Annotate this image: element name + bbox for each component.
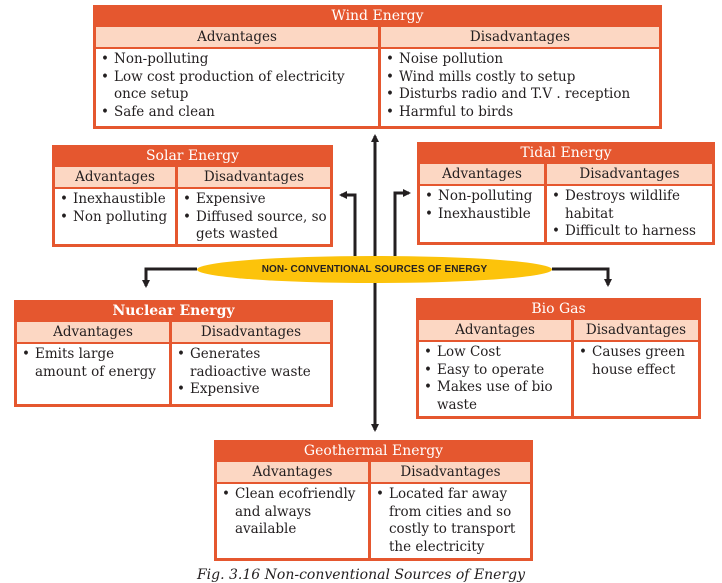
list-item: Non-polluting xyxy=(100,51,376,69)
list-item: Easy to operate xyxy=(423,362,569,380)
advantages-list: Emits large amount of energy xyxy=(17,344,169,381)
disadvantages-list: ExpensiveDiffused source, so gets wasted xyxy=(178,189,330,244)
advantages-header: Advantages xyxy=(96,27,378,49)
disadvantages-list: Generates radioactive wasteExpensive xyxy=(172,344,330,399)
nuclear-energy-title: Nuclear Energy xyxy=(112,303,235,319)
list-item: Safe and clean xyxy=(100,104,376,122)
tidal-energy-box: Tidal Energy Advantages Non-pollutingIne… xyxy=(417,142,715,245)
list-item: Non polluting xyxy=(59,209,173,227)
nuclear-energy-box: Nuclear Energy Advantages Emits large am… xyxy=(14,300,333,407)
arrow-to-biogas xyxy=(552,267,612,287)
disadvantages-list: Located far away from cities and so cost… xyxy=(371,484,530,556)
center-topic-label: NON- CONVENTIONAL SOURCES OF ENERGY xyxy=(261,264,488,275)
advantages-list: Clean ecofriendly and always available xyxy=(217,484,368,539)
disadvantages-list: Noise pollutionWind mills costly to setu… xyxy=(381,49,659,121)
list-item: Located far away from cities and so cost… xyxy=(375,486,528,556)
center-topic-ellipse: NON- CONVENTIONAL SOURCES OF ENERGY xyxy=(197,256,552,283)
list-item: Generates radioactive waste xyxy=(176,346,328,381)
geothermal-advantages: Advantages Clean ecofriendly and always … xyxy=(217,462,368,558)
disadvantages-header: Disadvantages xyxy=(371,462,530,484)
figure-caption: Fig. 3.16 Non-conventional Sources of En… xyxy=(196,567,526,583)
advantages-list: Non-pollutingInexhaustible xyxy=(420,186,544,223)
list-item: Noise pollution xyxy=(385,51,657,69)
wind-disadvantages: Disadvantages Noise pollutionWind mills … xyxy=(381,27,659,126)
disadvantages-header: Disadvantages xyxy=(574,320,698,342)
disadvantages-list: Causes green house effect xyxy=(574,342,698,379)
arrow-to-solar xyxy=(339,191,357,256)
solar-advantages: Advantages InexhaustibleNon polluting xyxy=(55,167,175,244)
list-item: Inexhaustible xyxy=(424,206,542,224)
advantages-header: Advantages xyxy=(17,322,169,344)
solar-disadvantages: Disadvantages ExpensiveDiffused source, … xyxy=(178,167,330,244)
tidal-disadvantages: Disadvantages Destroys wildlife habitatD… xyxy=(547,164,712,242)
list-item: Low Cost xyxy=(423,344,569,362)
biogas-advantages: Advantages Low CostEasy to operateMakes … xyxy=(419,320,571,416)
list-item: Destroys wildlife habitat xyxy=(551,188,710,223)
advantages-header: Advantages xyxy=(419,320,571,342)
tidal-advantages: Advantages Non-pollutingInexhaustible xyxy=(420,164,544,242)
list-item: Expensive xyxy=(176,381,328,399)
advantages-list: InexhaustibleNon polluting xyxy=(55,189,175,226)
geothermal-energy-box: Geothermal Energy Advantages Clean ecofr… xyxy=(214,440,533,561)
biogas-box: Bio Gas Advantages Low CostEasy to opera… xyxy=(416,298,701,419)
disadvantages-header: Disadvantages xyxy=(547,164,712,186)
list-item: Wind mills costly to setup xyxy=(385,69,657,87)
list-item: Emits large amount of energy xyxy=(21,346,167,381)
nuclear-disadvantages: Disadvantages Generates radioactive wast… xyxy=(172,322,330,404)
disadvantages-header: Disadvantages xyxy=(172,322,330,344)
advantages-header: Advantages xyxy=(217,462,368,484)
list-item: Diffused source, so gets wasted xyxy=(182,209,328,244)
nuclear-advantages: Advantages Emits large amount of energy xyxy=(17,322,169,404)
solar-energy-title: Solar Energy xyxy=(145,148,240,164)
advantages-list: Low CostEasy to operateMakes use of bio … xyxy=(419,342,571,414)
tidal-energy-title: Tidal Energy xyxy=(520,145,612,161)
biogas-title: Bio Gas xyxy=(531,301,586,317)
list-item: Makes use of bio waste xyxy=(423,379,569,414)
geothermal-energy-title: Geothermal Energy xyxy=(303,443,444,459)
list-item: Difficult to harness xyxy=(551,223,710,241)
list-item: Inexhaustible xyxy=(59,191,173,209)
solar-energy-box: Solar Energy Advantages InexhaustibleNon… xyxy=(52,145,333,247)
advantages-list: Non-pollutingLow cost production of elec… xyxy=(96,49,378,121)
list-item: Disturbs radio and T.V . reception xyxy=(385,86,657,104)
advantages-header: Advantages xyxy=(55,167,175,189)
list-item: Low cost production of electricity once … xyxy=(100,69,376,104)
wind-energy-box: Wind Energy Advantages Non-pollutingLow … xyxy=(93,5,662,129)
disadvantages-header: Disadvantages xyxy=(381,27,659,49)
list-item: Harmful to birds xyxy=(385,104,657,122)
geothermal-disadvantages: Disadvantages Located far away from citi… xyxy=(371,462,530,558)
list-item: Expensive xyxy=(182,191,328,209)
disadvantages-list: Destroys wildlife habitatDifficult to ha… xyxy=(547,186,712,241)
arrow-to-tidal xyxy=(393,189,411,256)
list-item: Non-polluting xyxy=(424,188,542,206)
advantages-header: Advantages xyxy=(420,164,544,186)
arrow-to-nuclear xyxy=(142,267,197,288)
biogas-disadvantages: Disadvantages Causes green house effect xyxy=(574,320,698,416)
disadvantages-header: Disadvantages xyxy=(178,167,330,189)
wind-energy-title: Wind Energy xyxy=(331,8,424,24)
list-item: Clean ecofriendly and always available xyxy=(221,486,366,539)
list-item: Causes green house effect xyxy=(578,344,696,379)
wind-advantages: Advantages Non-pollutingLow cost product… xyxy=(96,27,378,126)
